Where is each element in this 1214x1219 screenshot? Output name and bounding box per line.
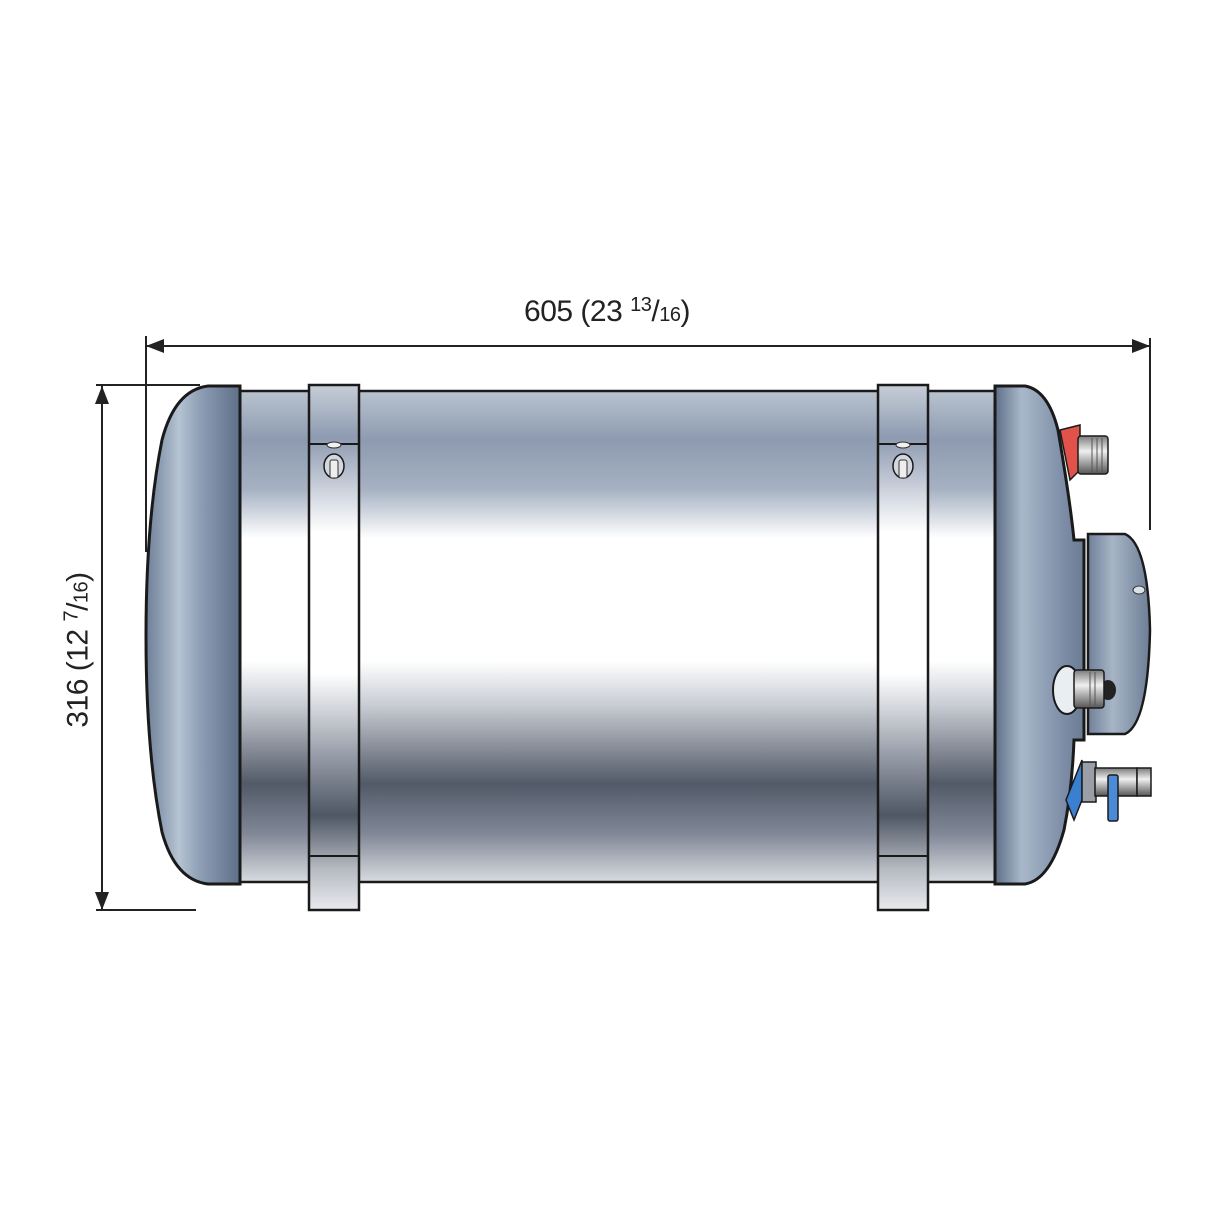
tank-body <box>236 389 1000 884</box>
height-frac-num: 7 <box>60 610 83 622</box>
hot-water-outlet <box>1059 424 1109 482</box>
height-mm: 316 <box>61 679 95 728</box>
arrow-down-icon <box>95 892 109 910</box>
arrow-right-icon <box>1132 339 1150 353</box>
left-end-cap <box>144 384 242 886</box>
heat-exchanger-fitting <box>1052 665 1116 715</box>
length-frac-den: 16 <box>659 304 681 326</box>
length-inch-whole: 23 <box>589 295 623 328</box>
height-dimension-label: 316 (12 7/16) <box>60 572 95 728</box>
length-dimension <box>145 336 1151 552</box>
height-dimension <box>95 384 200 911</box>
length-mm: 605 <box>524 295 573 328</box>
height-frac-den: 16 <box>70 581 93 604</box>
arrow-up-icon <box>95 386 109 404</box>
mounting-strap-right <box>876 383 930 912</box>
arrow-left-icon <box>146 339 164 353</box>
mounting-strap-left <box>307 383 361 912</box>
length-dimension-label: 605 (23 13/16) <box>524 294 690 328</box>
cold-water-inlet-valve <box>1065 759 1152 823</box>
height-inch-whole: 12 <box>61 629 95 662</box>
valve-handle <box>1107 774 1119 822</box>
right-end-cap <box>993 384 1086 886</box>
length-frac-num: 13 <box>630 294 652 316</box>
